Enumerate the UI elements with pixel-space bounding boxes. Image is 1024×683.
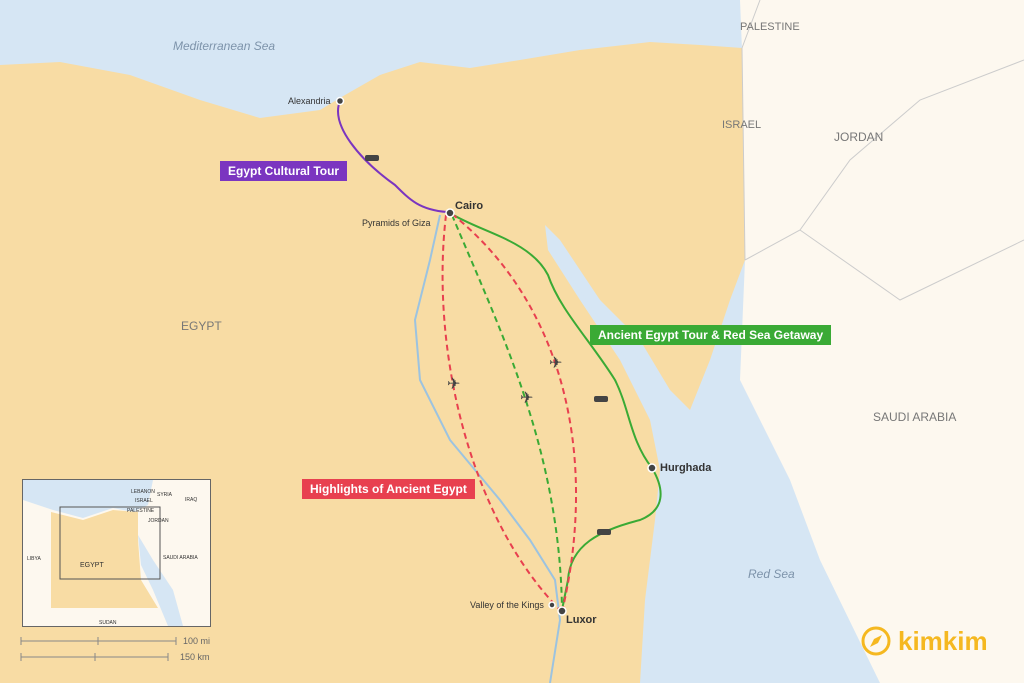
inset-libya: LIBYA [27,556,41,562]
inset-sudan: SUDAN [99,620,117,626]
saudi-label: SAUDI ARABIA [873,410,957,424]
cairo-label: Cairo [455,200,484,212]
cairo-marker [445,208,455,218]
red-sea-label: Red Sea [748,567,795,581]
scale-km: 150 km [180,652,210,662]
scale-mi: 100 mi [183,636,211,646]
inset-palestine: PALESTINE [127,508,155,514]
scale-bar [20,637,177,661]
gulf-of-suez [545,225,690,425]
giza-label: Pyramids of Giza [362,218,431,228]
route-highlights-tag[interactable]: Highlights of Ancient Egypt [302,479,475,499]
logo-text: kimkim [898,625,988,656]
inset-saudi: SAUDI ARABIA [163,555,198,561]
jordan-label: JORDAN [834,130,884,144]
alexandria-label: Alexandria [288,96,331,106]
alexandria-marker [335,96,345,106]
plane-icons: ✈ ✈ ✈ [447,355,562,407]
route-redsea-tag[interactable]: Ancient Egypt Tour & Red Sea Getaway [590,325,832,345]
israel-label: ISRAEL [722,119,762,131]
valley-label: Valley of the Kings [470,600,544,610]
route-cultural-tag[interactable]: Egypt Cultural Tour [220,161,348,181]
inset-lebanon: LEBANON [131,489,155,495]
luxor-label: Luxor [566,614,597,626]
palestine-label: PALESTINE [740,21,800,33]
plane-icon: ✈ [447,376,460,393]
inset-syria: SYRIA [157,492,173,498]
inset-jordan: JORDAN [148,518,169,524]
kimkim-logo: kimkim [860,625,988,657]
route-redsea [449,212,662,611]
car-icon [597,529,611,535]
hurghada-marker [647,463,657,473]
inset-map: LEBANON SYRIA IRAQ ISRAEL PALESTINE JORD… [22,479,211,627]
valley-marker [548,601,556,609]
route-highlights-east [451,213,577,613]
car-icon [594,396,608,402]
inset-egypt: EGYPT [80,562,104,569]
plane-icon: ✈ [549,355,562,372]
egypt-label: EGYPT [181,319,222,333]
inset-israel: ISRAEL [135,498,153,504]
hurghada-label: Hurghada [660,462,712,474]
inset-iraq: IRAQ [185,497,198,503]
route-cultural [337,100,448,213]
med-sea-label: Mediterranean Sea [173,39,276,53]
luxor-marker [557,606,567,616]
route-redsea-flight [451,214,563,611]
plane-icon: ✈ [520,390,533,407]
compass-icon [861,626,891,656]
car-icon [365,155,379,161]
other-land [740,0,1024,683]
nile-river [413,214,562,683]
border-line [741,0,1024,301]
route-highlights-west [441,214,563,613]
